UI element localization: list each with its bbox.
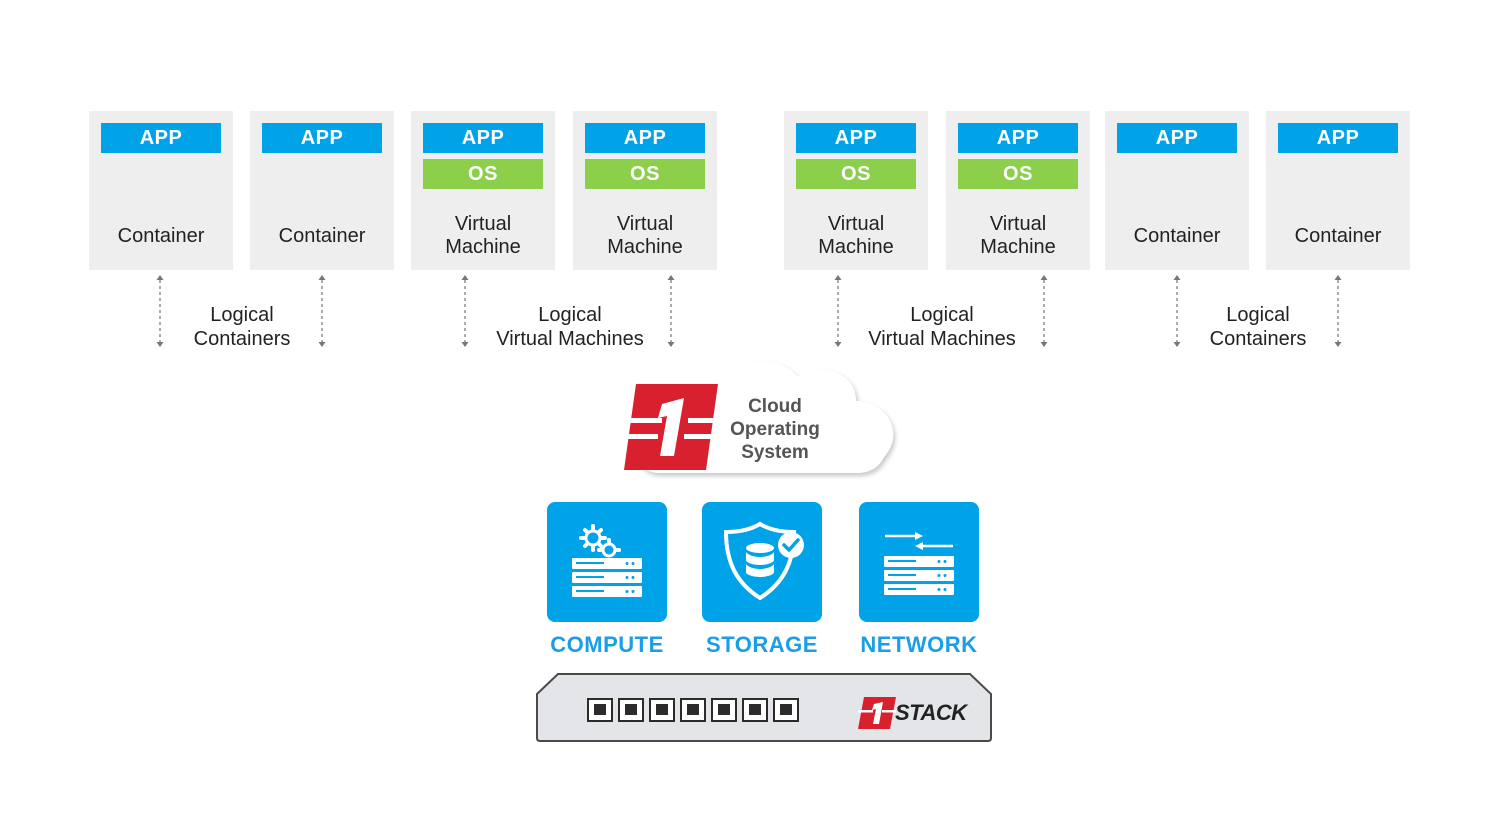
stack-brand-label: STACK xyxy=(895,700,967,725)
stack-logo-icon xyxy=(858,697,896,729)
double-arrow-icon xyxy=(156,275,164,347)
unit-8: APP Container xyxy=(1266,111,1410,270)
brand-logo-icon xyxy=(622,384,720,470)
app-layer: APP xyxy=(796,123,916,153)
unit-1: APP Container xyxy=(89,111,233,270)
compute-tile xyxy=(547,502,667,622)
double-arrow-icon xyxy=(1040,275,1048,347)
server-gears-icon xyxy=(572,524,642,597)
app-layer: APP xyxy=(1278,123,1398,153)
unit-2: APP Container xyxy=(250,111,394,270)
app-layer: APP xyxy=(585,123,705,153)
double-arrow-icon xyxy=(834,275,842,347)
storage-label: STORAGE xyxy=(706,632,818,657)
database-shield-icon xyxy=(723,521,804,601)
double-arrow-icon xyxy=(1173,275,1181,347)
os-layer: OS xyxy=(958,159,1078,189)
compute-label: COMPUTE xyxy=(550,632,664,657)
unit-label: Container xyxy=(117,225,205,247)
network-tile xyxy=(859,502,979,622)
os-layer: OS xyxy=(585,159,705,189)
double-arrow-icon xyxy=(461,275,469,347)
unit-label: Container xyxy=(1133,225,1221,247)
app-layer: APP xyxy=(958,123,1078,153)
app-layer: APP xyxy=(1117,123,1237,153)
network-ports xyxy=(587,698,799,722)
os-layer: OS xyxy=(796,159,916,189)
app-layer: APP xyxy=(423,123,543,153)
network-label: NETWORK xyxy=(860,632,978,657)
double-arrow-icon xyxy=(667,275,675,347)
double-arrow-icon xyxy=(318,275,326,347)
app-layer: APP xyxy=(101,123,221,153)
app-layer: APP xyxy=(262,123,382,153)
network-switch-icon xyxy=(884,532,954,595)
double-arrow-icon xyxy=(1334,275,1342,347)
unit-label: Container xyxy=(1294,225,1382,247)
unit-label: Container xyxy=(278,225,366,247)
unit-7: APP Container xyxy=(1105,111,1249,270)
os-layer: OS xyxy=(423,159,543,189)
storage-tile xyxy=(702,502,822,622)
